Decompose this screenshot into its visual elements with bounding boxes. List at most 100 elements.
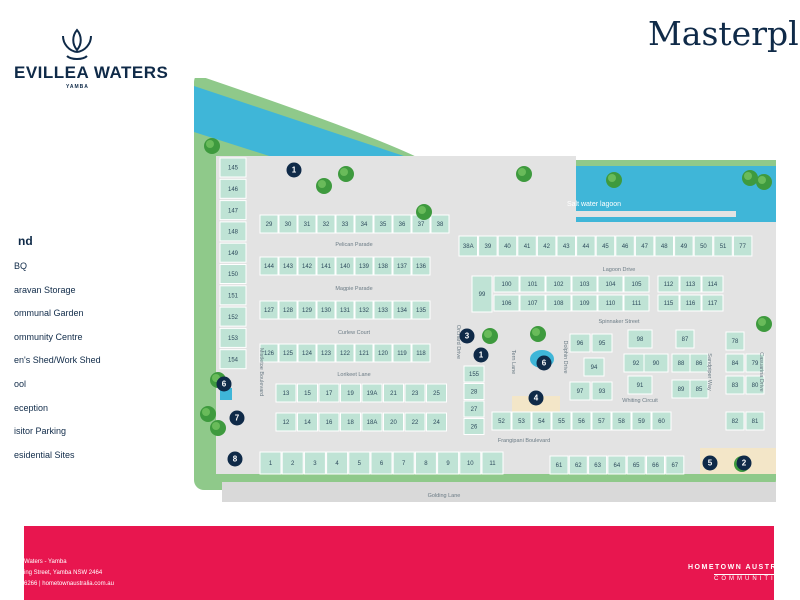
lot-40[interactable]: 40 xyxy=(497,235,518,257)
amenity-marker-1[interactable]: 1 xyxy=(473,347,489,363)
lot-13[interactable]: 13 xyxy=(275,383,297,403)
lot-82[interactable]: 82 xyxy=(725,411,745,431)
lot-31[interactable]: 31 xyxy=(297,214,317,234)
lot-64[interactable]: 64 xyxy=(607,455,627,475)
lot-51[interactable]: 51 xyxy=(713,235,733,257)
lot-93[interactable]: 93 xyxy=(591,381,613,401)
lot-100[interactable]: 100 xyxy=(493,275,520,293)
lot-131[interactable]: 131 xyxy=(335,300,355,320)
lot-127[interactable]: 127 xyxy=(259,300,279,320)
lot-48[interactable]: 48 xyxy=(654,235,674,257)
lot-2[interactable]: 2 xyxy=(281,451,304,475)
lot-50[interactable]: 50 xyxy=(693,235,714,257)
lot-17[interactable]: 17 xyxy=(318,383,340,403)
lot-29[interactable]: 29 xyxy=(259,214,279,234)
lot-57[interactable]: 57 xyxy=(591,411,612,431)
lot-30[interactable]: 30 xyxy=(278,214,298,234)
lot-145[interactable]: 145 xyxy=(219,157,247,178)
lot-18[interactable]: 18 xyxy=(340,412,361,432)
lot-128[interactable]: 128 xyxy=(278,300,298,320)
lot-15[interactable]: 15 xyxy=(297,383,318,403)
lot-105[interactable]: 105 xyxy=(623,275,650,293)
lot-77[interactable]: 77 xyxy=(732,235,753,257)
lot-132[interactable]: 132 xyxy=(354,300,374,320)
lot-4[interactable]: 4 xyxy=(326,451,349,475)
lot-141[interactable]: 141 xyxy=(316,256,336,276)
lot-14[interactable]: 14 xyxy=(297,412,318,432)
amenity-marker-1[interactable]: 1 xyxy=(286,162,302,178)
lot-8[interactable]: 8 xyxy=(414,451,437,475)
amenity-marker-6[interactable]: 6 xyxy=(536,355,552,371)
lot-154[interactable]: 154 xyxy=(219,349,247,370)
lot-67[interactable]: 67 xyxy=(665,455,685,475)
lot-150[interactable]: 150 xyxy=(219,264,247,284)
lot-109[interactable]: 109 xyxy=(571,294,598,312)
lot-23[interactable]: 23 xyxy=(404,383,426,403)
lot-140[interactable]: 140 xyxy=(335,256,355,276)
lot-104[interactable]: 104 xyxy=(597,275,624,293)
lot-106[interactable]: 106 xyxy=(493,294,520,312)
lot-152[interactable]: 152 xyxy=(219,306,247,327)
lot-54[interactable]: 54 xyxy=(531,411,552,431)
lot-62[interactable]: 62 xyxy=(568,455,588,475)
lot-124[interactable]: 124 xyxy=(297,343,317,363)
lot-94[interactable]: 94 xyxy=(583,357,605,377)
lot-138[interactable]: 138 xyxy=(373,256,393,276)
lot-26[interactable]: 26 xyxy=(463,418,485,435)
lot-116[interactable]: 116 xyxy=(679,294,702,312)
lot-53[interactable]: 53 xyxy=(511,411,532,431)
lot-83[interactable]: 83 xyxy=(725,375,745,395)
lot-19A[interactable]: 19A xyxy=(361,383,383,403)
lot-96[interactable]: 96 xyxy=(569,333,591,353)
lot-9[interactable]: 9 xyxy=(437,451,460,475)
lot-108[interactable]: 108 xyxy=(545,294,572,312)
lot-143[interactable]: 143 xyxy=(278,256,298,276)
lot-38A[interactable]: 38A xyxy=(458,235,478,257)
lot-36[interactable]: 36 xyxy=(392,214,412,234)
amenity-marker-2[interactable]: 2 xyxy=(736,455,752,471)
lot-43[interactable]: 43 xyxy=(556,235,576,257)
lot-24[interactable]: 24 xyxy=(426,412,447,432)
lot-107[interactable]: 107 xyxy=(519,294,546,312)
amenity-marker-6[interactable]: 6 xyxy=(216,376,232,392)
lot-137[interactable]: 137 xyxy=(392,256,412,276)
lot-42[interactable]: 42 xyxy=(536,235,557,257)
lot-3[interactable]: 3 xyxy=(303,451,326,475)
lot-45[interactable]: 45 xyxy=(595,235,616,257)
lot-139[interactable]: 139 xyxy=(354,256,374,276)
lot-85[interactable]: 85 xyxy=(689,379,709,399)
lot-112[interactable]: 112 xyxy=(657,275,680,293)
lot-144[interactable]: 144 xyxy=(259,256,279,276)
lot-153[interactable]: 153 xyxy=(219,327,247,348)
lot-60[interactable]: 60 xyxy=(651,411,672,431)
lot-56[interactable]: 56 xyxy=(571,411,592,431)
lot-86[interactable]: 86 xyxy=(689,353,709,373)
lot-32[interactable]: 32 xyxy=(316,214,336,234)
lot-55[interactable]: 55 xyxy=(551,411,572,431)
amenity-marker-8[interactable]: 8 xyxy=(227,451,243,467)
lot-81[interactable]: 81 xyxy=(745,411,765,431)
lot-95[interactable]: 95 xyxy=(591,333,613,353)
lot-123[interactable]: 123 xyxy=(316,343,336,363)
lot-61[interactable]: 61 xyxy=(549,455,569,475)
lot-130[interactable]: 130 xyxy=(316,300,336,320)
lot-147[interactable]: 147 xyxy=(219,200,247,221)
lot-88[interactable]: 88 xyxy=(671,353,691,373)
lot-78[interactable]: 78 xyxy=(725,331,745,351)
lot-125[interactable]: 125 xyxy=(278,343,298,363)
lot-46[interactable]: 46 xyxy=(615,235,635,257)
lot-146[interactable]: 146 xyxy=(219,178,247,199)
lot-115[interactable]: 115 xyxy=(657,294,680,312)
lot-142[interactable]: 142 xyxy=(297,256,317,276)
lot-135[interactable]: 135 xyxy=(411,300,431,320)
lot-28[interactable]: 28 xyxy=(463,383,485,400)
lot-41[interactable]: 41 xyxy=(517,235,537,257)
lot-121[interactable]: 121 xyxy=(354,343,374,363)
footer-contact[interactable]: 6266 | hometownaustralia.com.au xyxy=(24,581,114,587)
lot-97[interactable]: 97 xyxy=(569,381,591,401)
lot-47[interactable]: 47 xyxy=(634,235,655,257)
lot-59[interactable]: 59 xyxy=(631,411,652,431)
lot-90[interactable]: 90 xyxy=(643,353,669,373)
lot-65[interactable]: 65 xyxy=(626,455,646,475)
